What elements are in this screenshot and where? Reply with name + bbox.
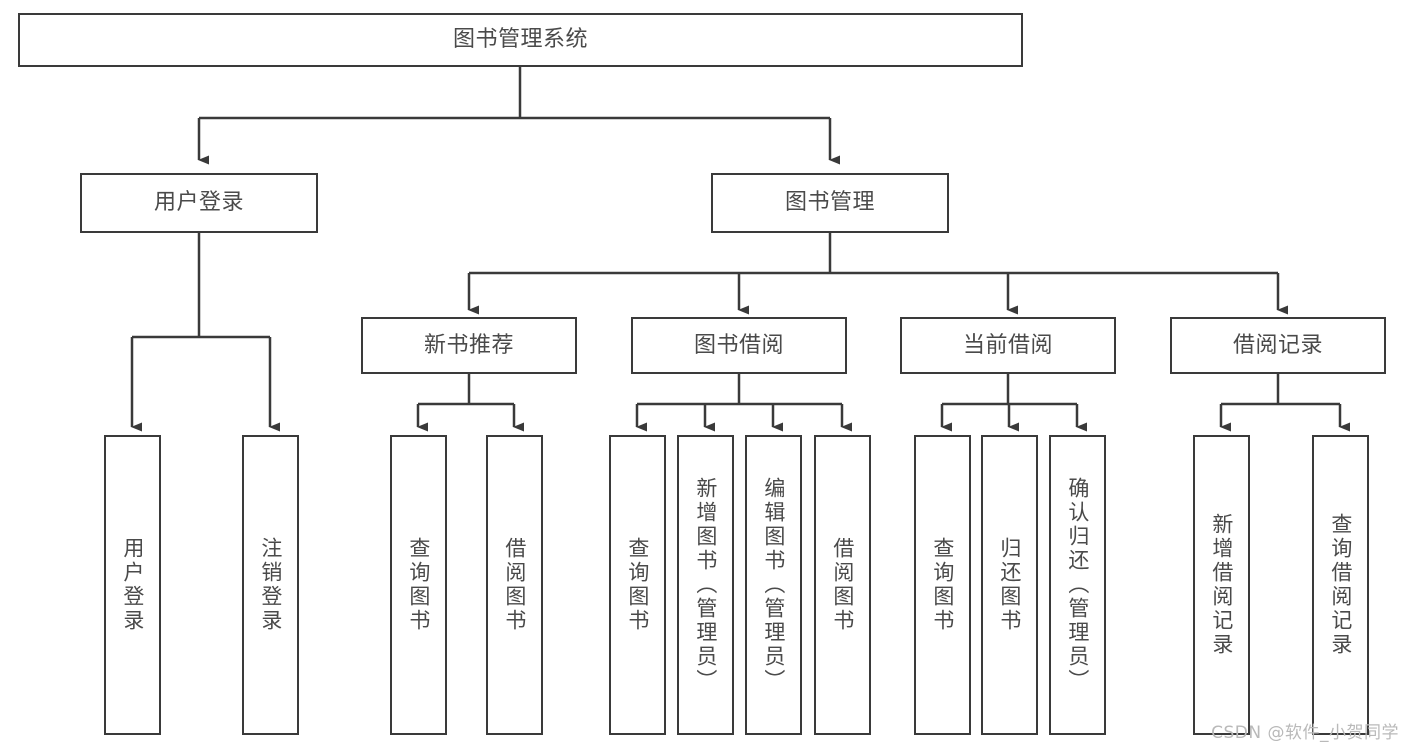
leaf-return-book[interactable]: 归还图书	[981, 435, 1038, 735]
node-current-borrow[interactable]: 当前借阅	[900, 317, 1116, 374]
node-book-borrow[interactable]: 图书借阅	[631, 317, 847, 374]
leaf-borrow-book[interactable]: 借阅图书	[814, 435, 871, 735]
leaf-query-borrow-record[interactable]: 查询借阅记录	[1312, 435, 1369, 735]
leaf-query-book-borrow[interactable]: 查询图书	[609, 435, 666, 735]
leaf-edit-book[interactable]: 编辑图书（管理员）	[745, 435, 802, 735]
leaf-user-login[interactable]: 用户登录	[104, 435, 161, 735]
leaf-add-borrow-record[interactable]: 新增借阅记录	[1193, 435, 1250, 735]
leaf-add-book[interactable]: 新增图书（管理员）	[677, 435, 734, 735]
node-new-book-recommend[interactable]: 新书推荐	[361, 317, 577, 374]
leaf-query-book-recommend[interactable]: 查询图书	[390, 435, 447, 735]
leaf-confirm-return[interactable]: 确认归还（管理员）	[1049, 435, 1106, 735]
node-book-manage[interactable]: 图书管理	[711, 173, 949, 233]
leaf-user-logout[interactable]: 注销登录	[242, 435, 299, 735]
node-root[interactable]: 图书管理系统	[18, 13, 1023, 67]
leaf-borrow-book-recommend[interactable]: 借阅图书	[486, 435, 543, 735]
node-borrow-record[interactable]: 借阅记录	[1170, 317, 1386, 374]
leaf-query-book-current[interactable]: 查询图书	[914, 435, 971, 735]
node-user-login[interactable]: 用户登录	[80, 173, 318, 233]
